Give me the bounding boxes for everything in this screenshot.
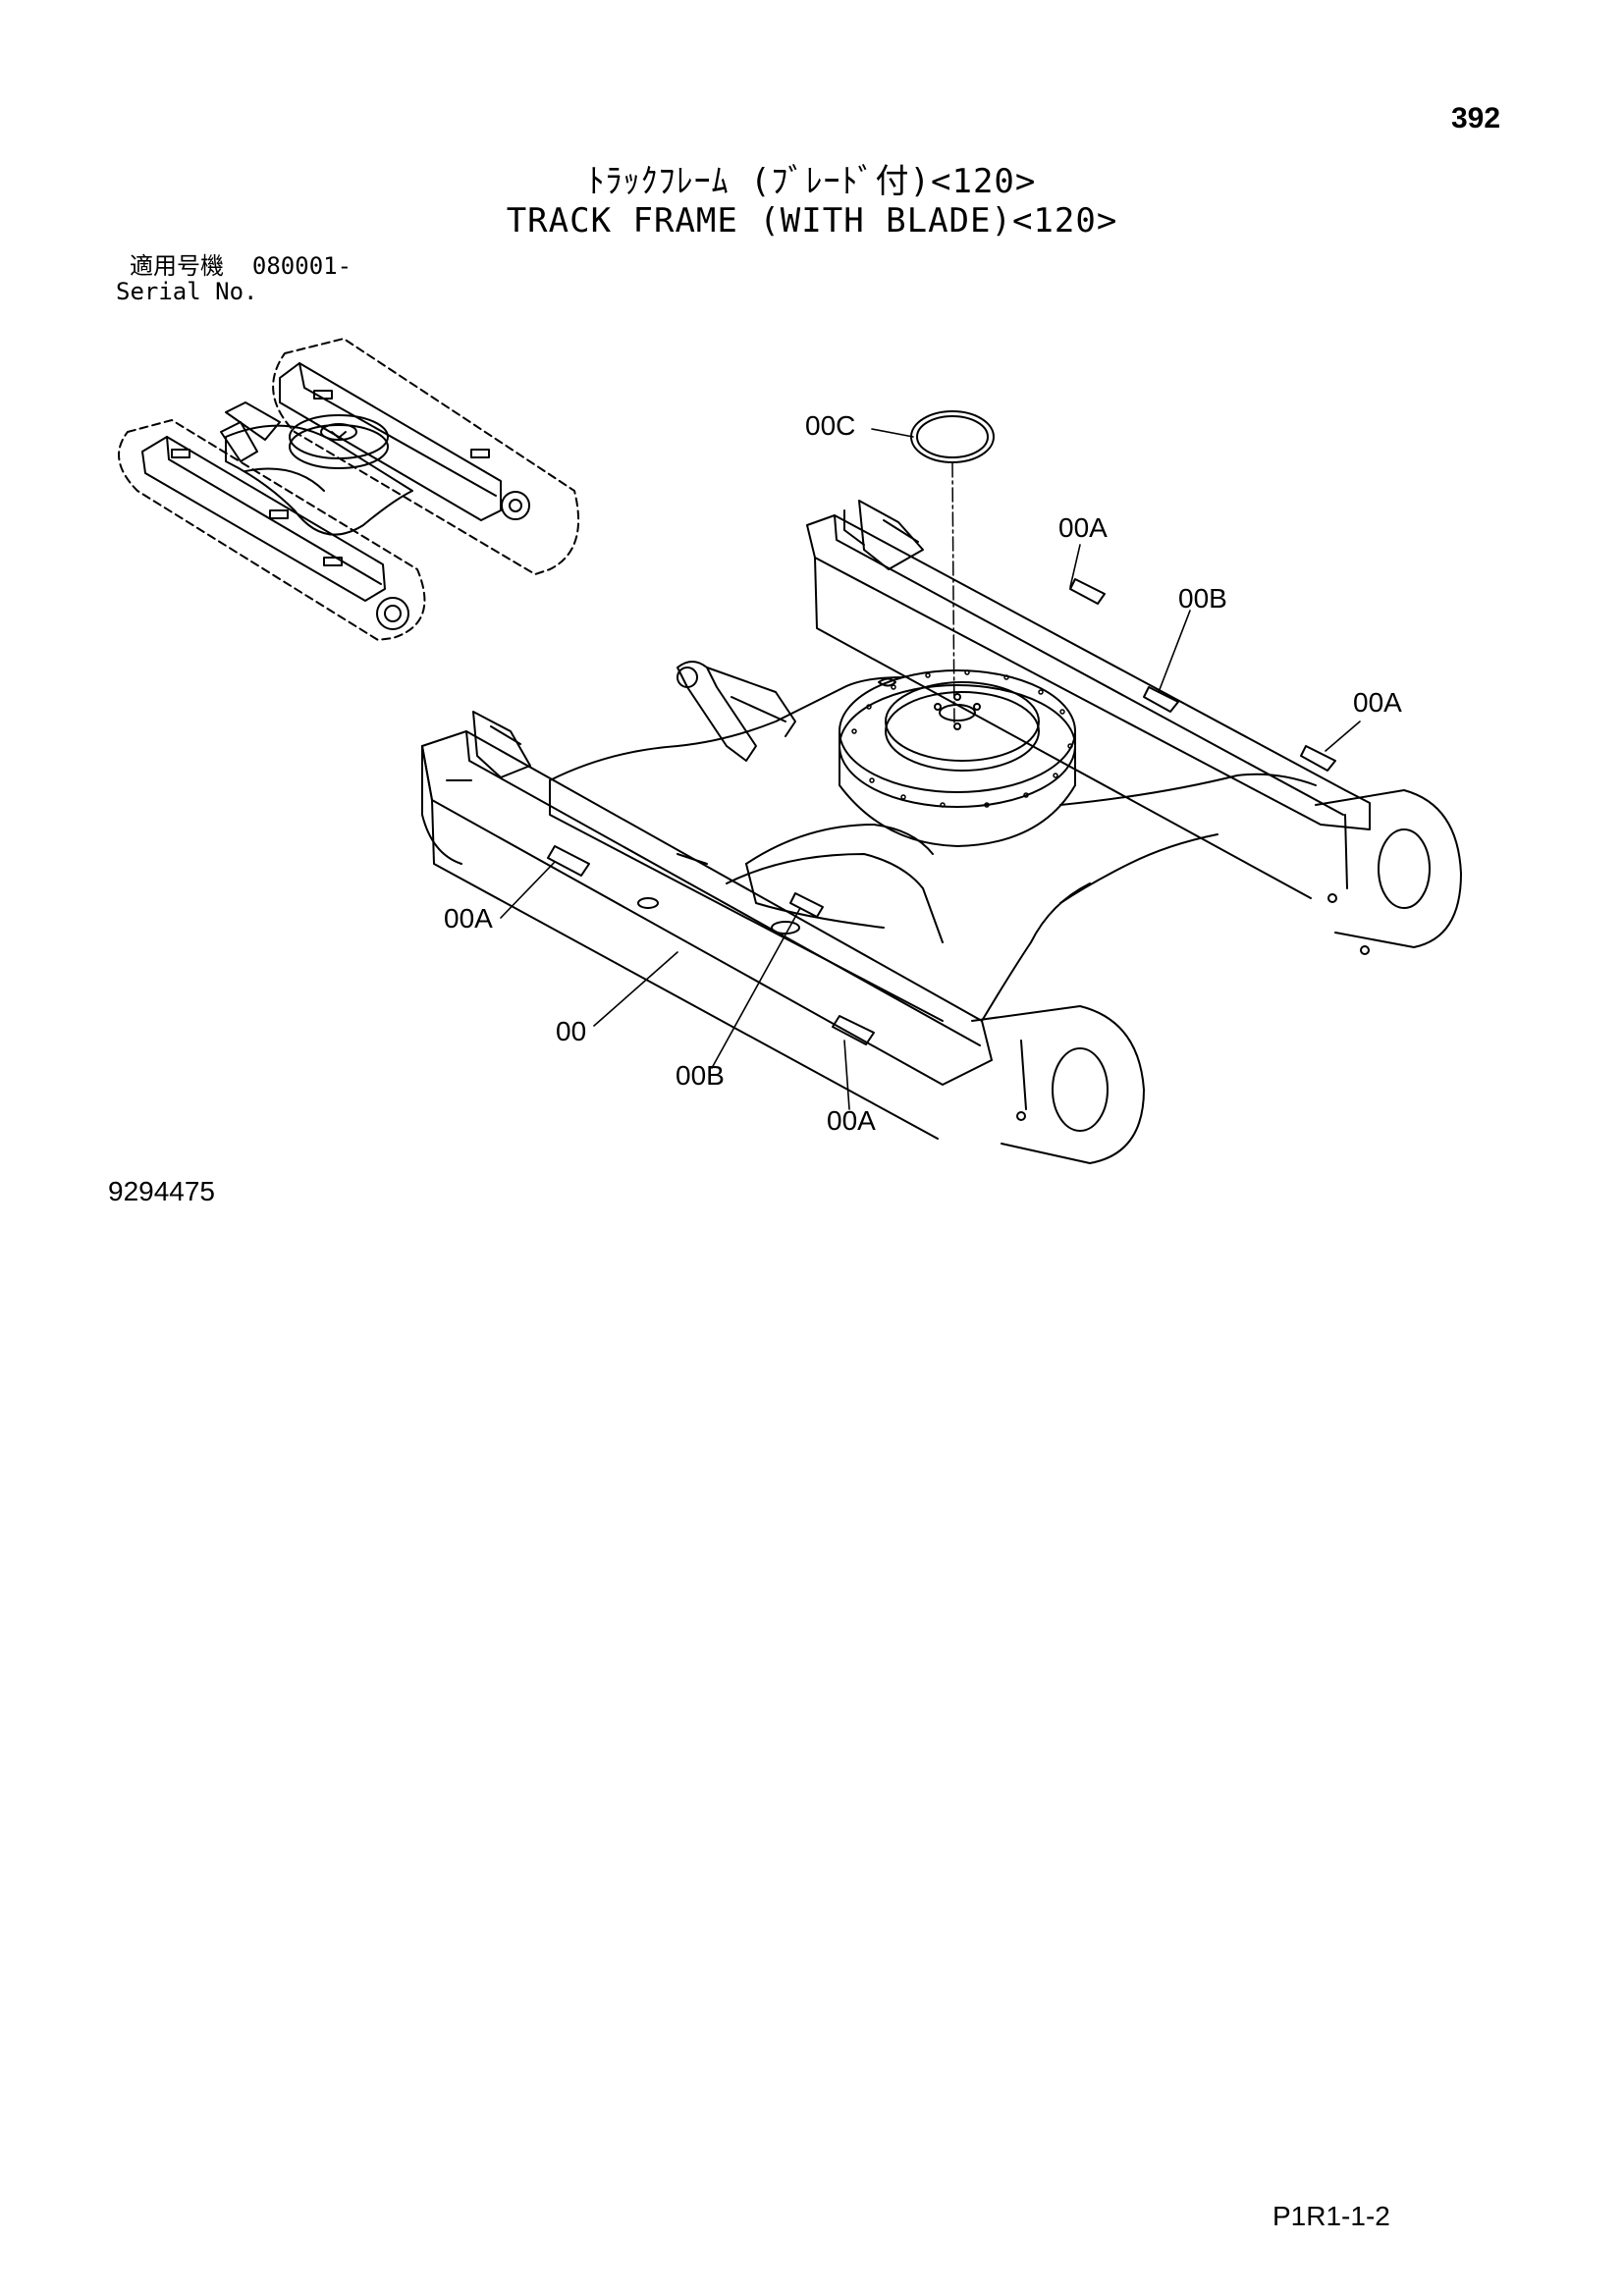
callout-00C: 00C <box>805 410 856 441</box>
serial-label-en: Serial No. <box>116 278 258 305</box>
main-drawing <box>421 410 1462 1164</box>
page-code: P1R1-1-2 <box>1272 2201 1390 2231</box>
callout-00A-left: 00A <box>444 903 493 934</box>
title-japanese: ﾄﾗｯｸﾌﾚｰﾑ (ﾌﾞﾚｰﾄﾞ付)<120> <box>587 162 1037 201</box>
serial-block: 適用号機 080001- Serial No. <box>116 253 352 304</box>
serial-row-jp: 適用号機 080001- <box>116 253 352 279</box>
callout-00A-bottom: 00A <box>827 1105 876 1136</box>
overview-drawing <box>118 338 580 641</box>
callout-00: 00 <box>556 1016 587 1046</box>
callout-00B-top: 00B <box>1178 583 1227 614</box>
serial-label-jp: 適用号機 <box>130 252 224 280</box>
page-number: 392 <box>1451 102 1501 134</box>
parts-diagram <box>118 338 1462 1164</box>
drawing-number: 9294475 <box>108 1176 216 1206</box>
title-english: TRACK FRAME (WITH BLADE)<120> <box>506 201 1118 240</box>
serial-value: 080001- <box>251 252 352 280</box>
callout-00B-bottom: 00B <box>676 1060 725 1091</box>
callout-00A-right: 00A <box>1353 687 1402 718</box>
callout-00A-top: 00A <box>1058 512 1108 543</box>
